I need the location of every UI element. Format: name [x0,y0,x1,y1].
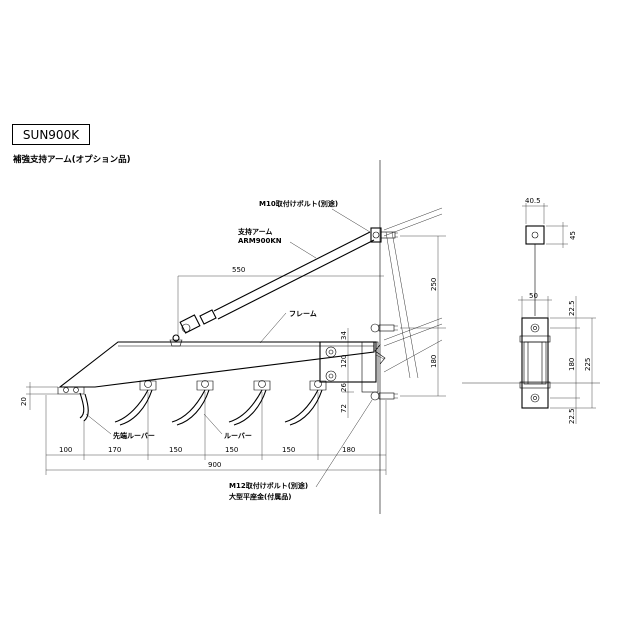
dim-72: 72 [340,404,348,413]
detail-225: 225 [584,358,592,371]
dim-arm-span: 550 [232,266,245,274]
dim-20: 20 [20,397,28,406]
frame-label: フレーム [289,310,317,318]
support-arm [169,227,398,347]
drawing-subtitle: 補強支持アーム(オプション品) [13,155,131,165]
model-label-box: SUN900K [12,124,90,145]
dim-bottom-1: 100 [59,446,72,454]
m12-bolt-label: M12取付けボルト(別途) [229,481,308,490]
dim-height-180: 180 [430,355,438,368]
detail-view: 40.5 45 50 22.5 180 225 22.5 [462,197,600,424]
detail-top-height: 45 [569,231,577,240]
dim-26: 26 [340,383,348,392]
detail-22-5-bottom: 22.5 [568,408,576,424]
support-arm-model-label: ARM900KN [238,237,282,245]
detail-top-width: 40.5 [525,197,541,205]
dimensions-main: 550 250 180 34 120 26 72 20 100 170 150 [20,235,446,475]
support-arm-label: 支持アーム [237,227,272,236]
louver-label: ルーバー [224,432,252,440]
flat-bracket-label: 大型平座金(付属品) [229,492,291,501]
tip-louver-label: 先端ルーバー [113,431,155,440]
wall-perspective-lines [383,207,443,379]
dim-total: 900 [208,461,221,469]
louvers [79,380,327,426]
detail-22-5-top: 22.5 [568,300,576,316]
wall [374,160,386,514]
dim-height-250: 250 [430,278,438,291]
dim-bottom-2: 170 [108,446,121,454]
dim-bottom-4: 150 [225,446,238,454]
dim-34: 34 [340,331,348,340]
dim-bottom-5: 150 [282,446,295,454]
dim-bottom-6: 180 [342,446,355,454]
model-label: SUN900K [22,127,80,142]
leader-labels: M10取付けボルト(別途) 支持アーム ARM900KN フレーム 先端ルーバー… [85,199,373,501]
detail-width-50: 50 [529,292,538,300]
detail-180: 180 [568,358,576,371]
dim-120: 120 [340,355,348,368]
dim-bottom-3: 150 [169,446,182,454]
m10-bolt-label: M10取付けボルト(別途) [259,199,338,208]
